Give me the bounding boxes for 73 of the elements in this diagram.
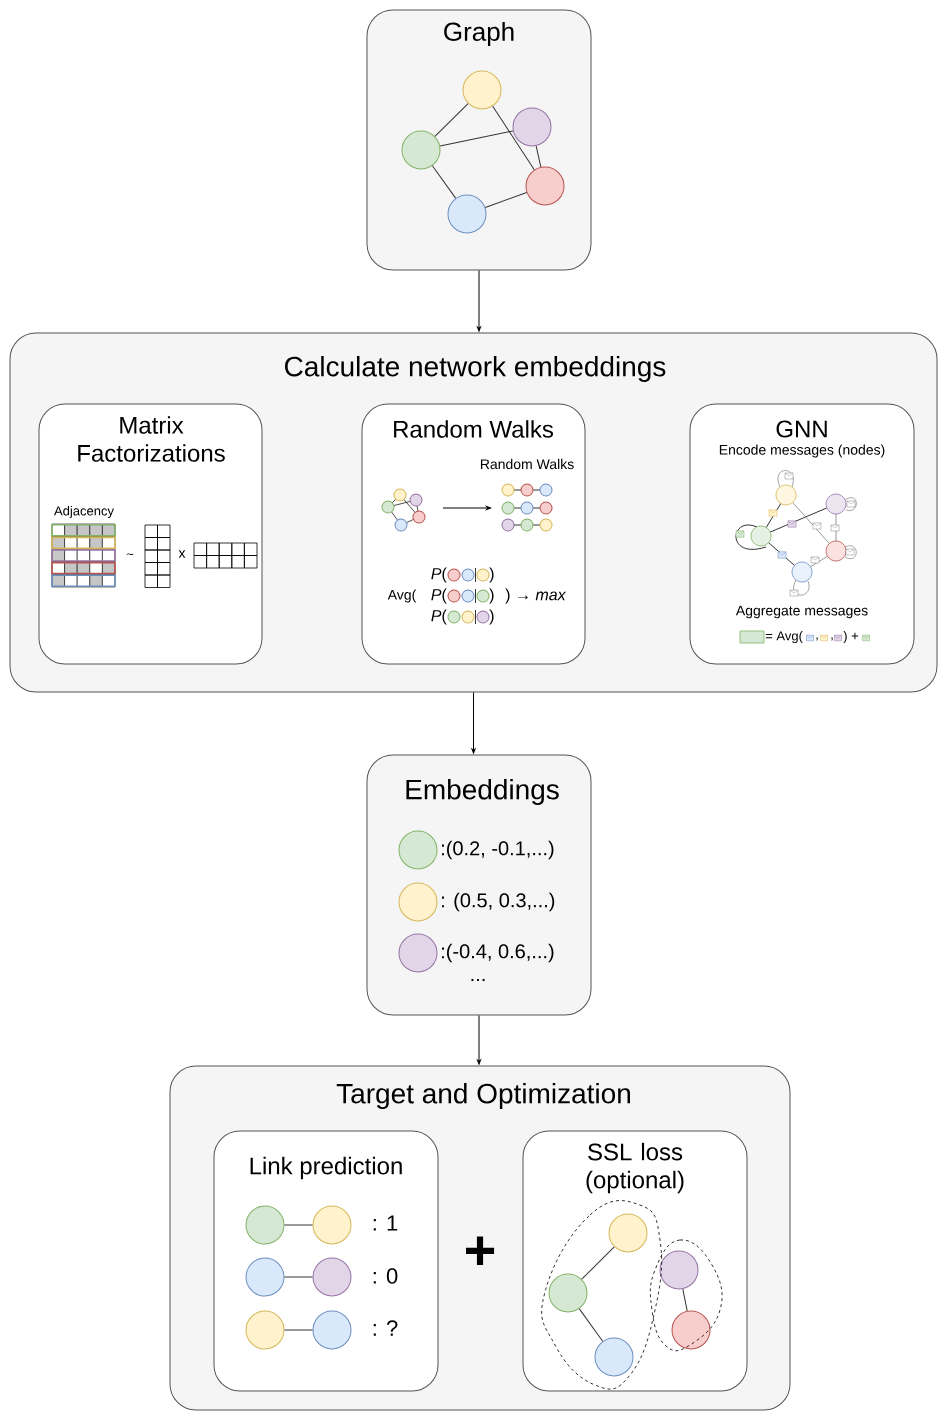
formula-text: P( [431,588,447,604]
formula-text: ) + [843,630,859,644]
plus-sign: + [466,1236,495,1266]
connector [535,145,542,168]
node-circle [245,1257,285,1297]
matrix-label: Adjacency [54,505,114,519]
connector [492,105,535,171]
card-title: SSL loss (optional) [586,1142,684,1194]
node-circle [608,1213,648,1253]
formula-text: , [816,637,818,641]
vector-text: : (0.5, 0.3,...) [442,892,555,912]
node-circle [525,166,565,206]
panel-title: Target and Optimization [336,1082,630,1110]
drawing-label: Random Walks [480,458,574,470]
node-circle [512,107,552,147]
node-circle [312,1310,352,1350]
formula-text: ) → max [505,588,567,604]
connector [581,1246,615,1280]
node-circle [671,1310,711,1350]
connector [284,1329,313,1331]
panel-title: Calculate network embeddings [285,355,666,383]
card-title: Random Walks [394,420,554,438]
formula-text: P( [431,609,447,625]
connector [477,1015,481,1065]
node-circle [312,1257,352,1297]
connector [477,270,481,332]
node-circle [312,1205,352,1245]
connector [682,1288,688,1312]
method-card [361,403,586,665]
connector [431,165,457,199]
connector [434,103,469,137]
card-title: Link prediction [250,1156,402,1180]
node-circle [398,882,438,922]
formula-text: ) [489,567,494,583]
embeddings-panel [366,754,592,1016]
ellipsis: ... [471,978,485,982]
node-circle [398,933,438,973]
connector [578,1308,604,1342]
panel-title: Embeddings [406,778,559,806]
node-circle [245,1205,285,1245]
connector [284,1224,313,1226]
card-subtitle: Encode messages (nodes) [719,444,885,458]
panel-title: Graph [444,21,514,47]
node-circle [398,830,438,870]
connector [284,1276,313,1278]
connector [471,692,476,754]
operator-sign: ~ [126,553,134,556]
formula-text: Avg( [387,589,417,603]
node-circle [594,1337,634,1377]
formula-text: = Avg( [765,630,803,644]
node-circle [245,1310,285,1350]
score-label: : 0 [373,1268,398,1284]
node-circle [659,1250,699,1290]
card-title: GNN [776,420,827,438]
method-card [38,403,263,665]
connector [439,130,514,147]
vector-text: :(-0.4, 0.6,...) [442,943,554,963]
formula-text: P( [431,567,447,583]
vector-text: :(0.2, -0.1,...) [442,840,554,860]
node-circle [462,70,502,110]
score-label: : ? [373,1320,398,1336]
node-circle [401,130,441,170]
node-circle [548,1273,588,1313]
drawing-label: Aggregate messages [735,605,868,619]
formula-text: ) [489,588,494,604]
formula-text: , [831,637,833,641]
connector [484,192,528,208]
formula-text: ) [489,609,494,625]
operator-sign: x [178,550,186,558]
card-title: Matrix Factorizations [78,416,225,462]
node-circle [447,194,487,234]
method-card [689,403,915,665]
score-label: : 1 [373,1215,398,1231]
